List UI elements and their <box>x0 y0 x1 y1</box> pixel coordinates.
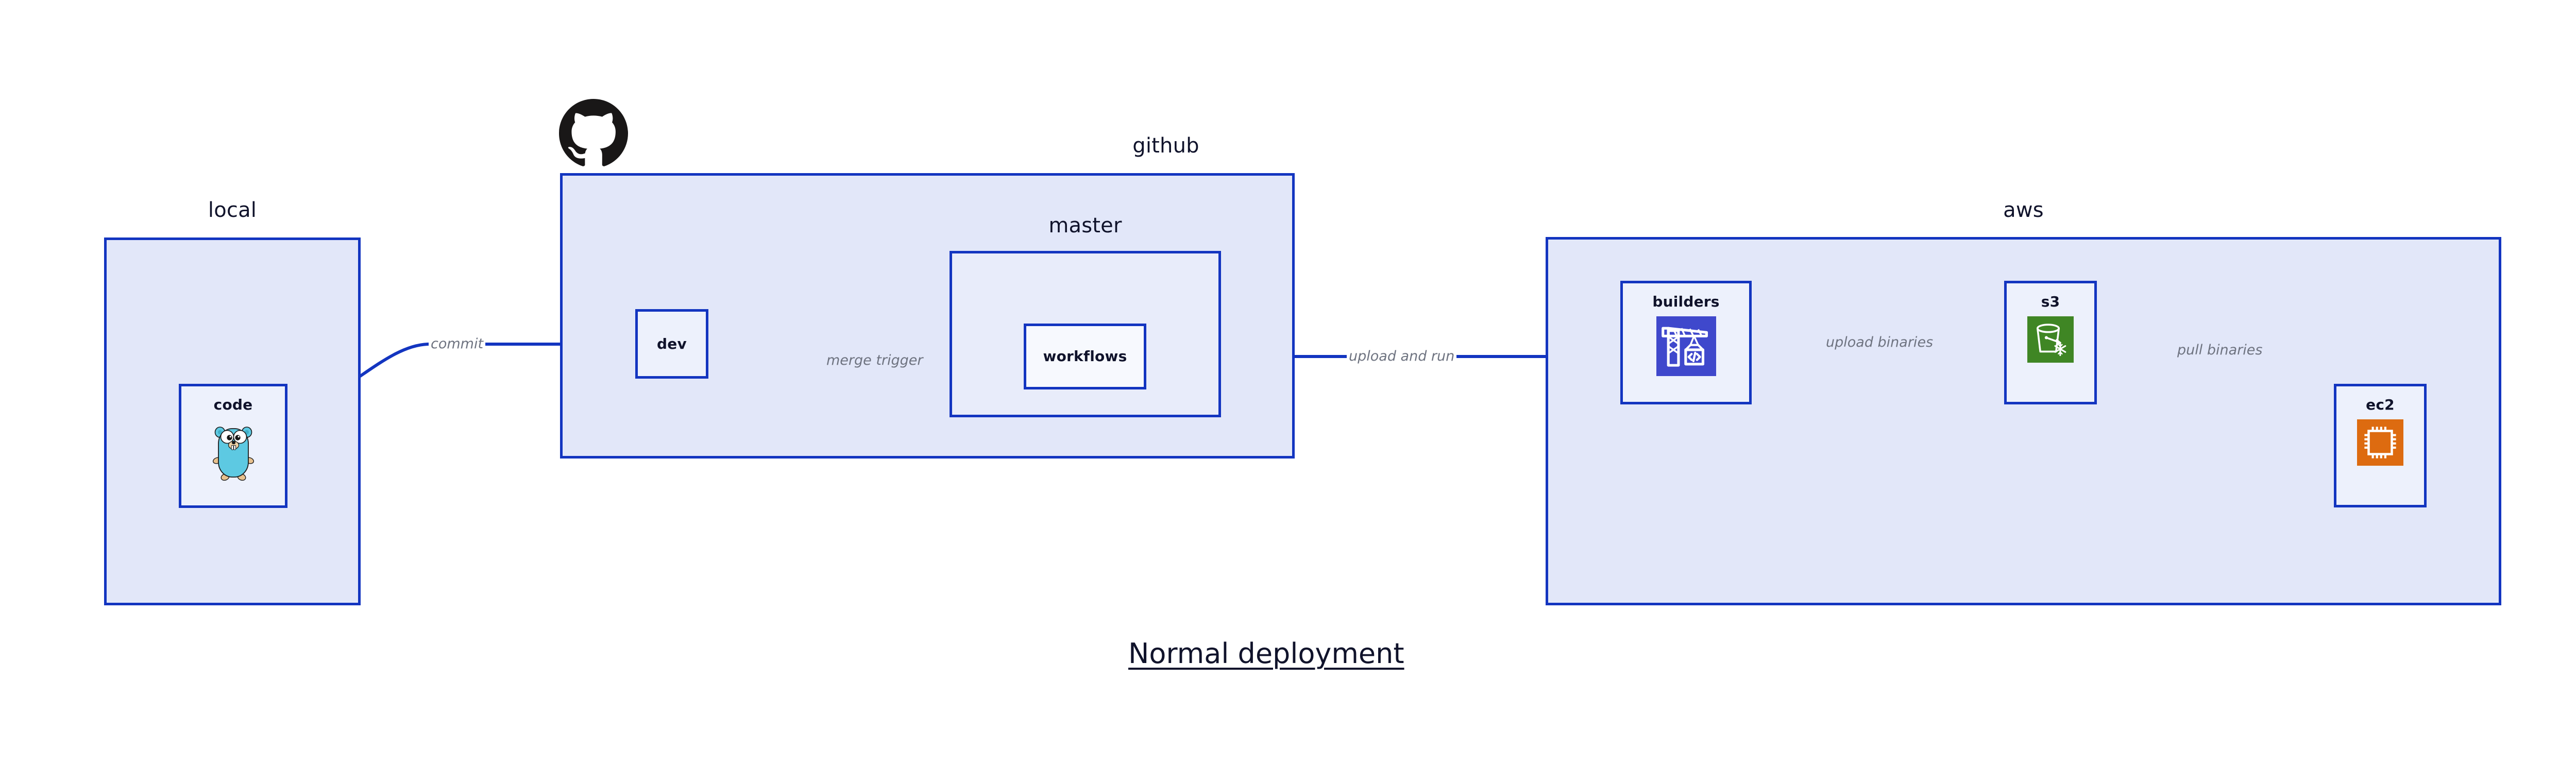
node-workflows[interactable]: workflows <box>1024 324 1146 389</box>
aws-s3-glacier-icon <box>2027 316 2074 363</box>
node-builders[interactable]: builders <box>1620 281 1752 404</box>
go-gopher-icon <box>212 427 254 481</box>
aws-ec2-icon <box>2357 419 2403 466</box>
group-label-master: master <box>1048 214 1122 237</box>
node-label-builders: builders <box>1652 293 1720 310</box>
node-dev[interactable]: dev <box>635 309 708 379</box>
edge-label-upload-binaries: upload binaries <box>1824 335 1936 349</box>
aws-codebuild-icon <box>1656 316 1716 376</box>
group-label-aws: aws <box>2003 198 2044 222</box>
edge-label-merge-trigger: merge trigger <box>824 353 925 367</box>
github-octocat-logo <box>559 99 628 166</box>
node-label-workflows: workflows <box>1043 348 1127 365</box>
node-label-ec2: ec2 <box>2366 396 2395 413</box>
group-label-github: github <box>1132 134 1199 158</box>
group-label-local: local <box>208 198 257 222</box>
diagram-title: Normal deployment <box>1128 637 1404 670</box>
node-ec2[interactable]: ec2 <box>2334 384 2427 507</box>
edge-label-pull-binaries: pull binaries <box>2175 343 2265 357</box>
edge-label-commit: commit <box>429 337 486 351</box>
edge-label-upload-and-run: upload and run <box>1347 349 1457 363</box>
node-code[interactable]: code <box>179 384 287 508</box>
node-label-s3: s3 <box>2041 293 2060 310</box>
node-s3[interactable]: s3 <box>2004 281 2097 404</box>
node-label-code: code <box>213 396 253 413</box>
node-label-dev: dev <box>657 335 687 352</box>
